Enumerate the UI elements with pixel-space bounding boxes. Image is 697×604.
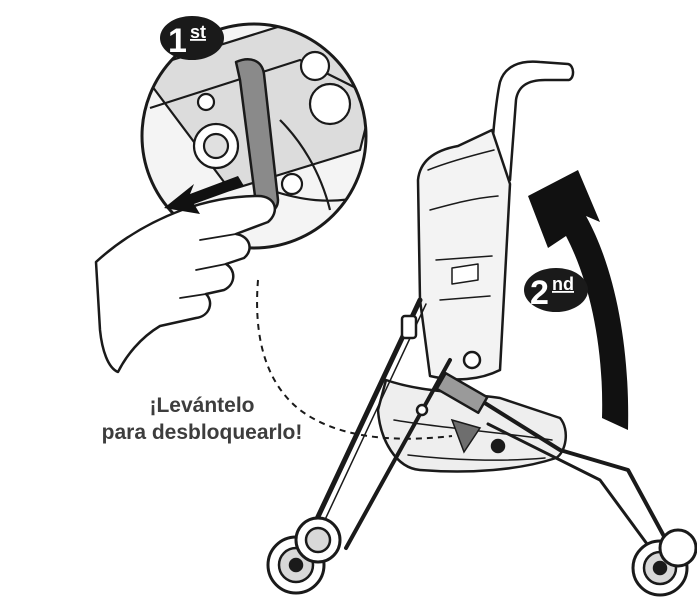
svg-text:st: st bbox=[190, 22, 206, 42]
svg-text:1: 1 bbox=[168, 22, 187, 60]
caption-line-2: para desbloquearlo! bbox=[92, 419, 312, 446]
svg-text:nd: nd bbox=[552, 274, 574, 294]
caption-line-1: ¡Levántelo bbox=[92, 392, 312, 419]
instruction-caption: ¡Levántelo para desbloquearlo! bbox=[92, 392, 312, 446]
hand-icon bbox=[96, 196, 275, 372]
step-badge-first: 1 st bbox=[160, 16, 224, 60]
svg-text:2: 2 bbox=[530, 274, 549, 312]
step-badge-second: 2 nd bbox=[524, 268, 588, 312]
